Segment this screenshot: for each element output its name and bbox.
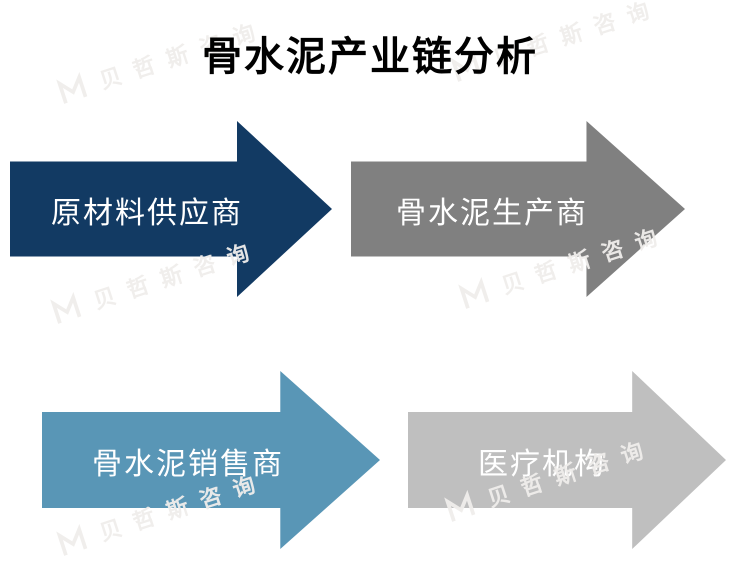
arrow-bone-cement-seller: 骨水泥销售商 xyxy=(42,371,380,549)
arrow-label: 原材料供应商 xyxy=(51,197,243,230)
arrow-label: 骨水泥销售商 xyxy=(92,448,284,481)
arrow-medical-institution: 医疗机构 xyxy=(408,371,726,549)
arrow-label: 骨水泥生产商 xyxy=(396,197,588,230)
page-title: 骨水泥产业链分析 xyxy=(202,34,538,79)
arrow-raw-material-supplier: 原材料供应商 xyxy=(10,121,332,297)
maia-logo-icon xyxy=(458,276,490,309)
maia-logo-icon xyxy=(56,523,88,556)
maia-logo-icon xyxy=(50,291,82,324)
arrow-bone-cement-manufacturer: 骨水泥生产商 xyxy=(351,121,685,297)
arrow-label: 医疗机构 xyxy=(478,448,606,481)
